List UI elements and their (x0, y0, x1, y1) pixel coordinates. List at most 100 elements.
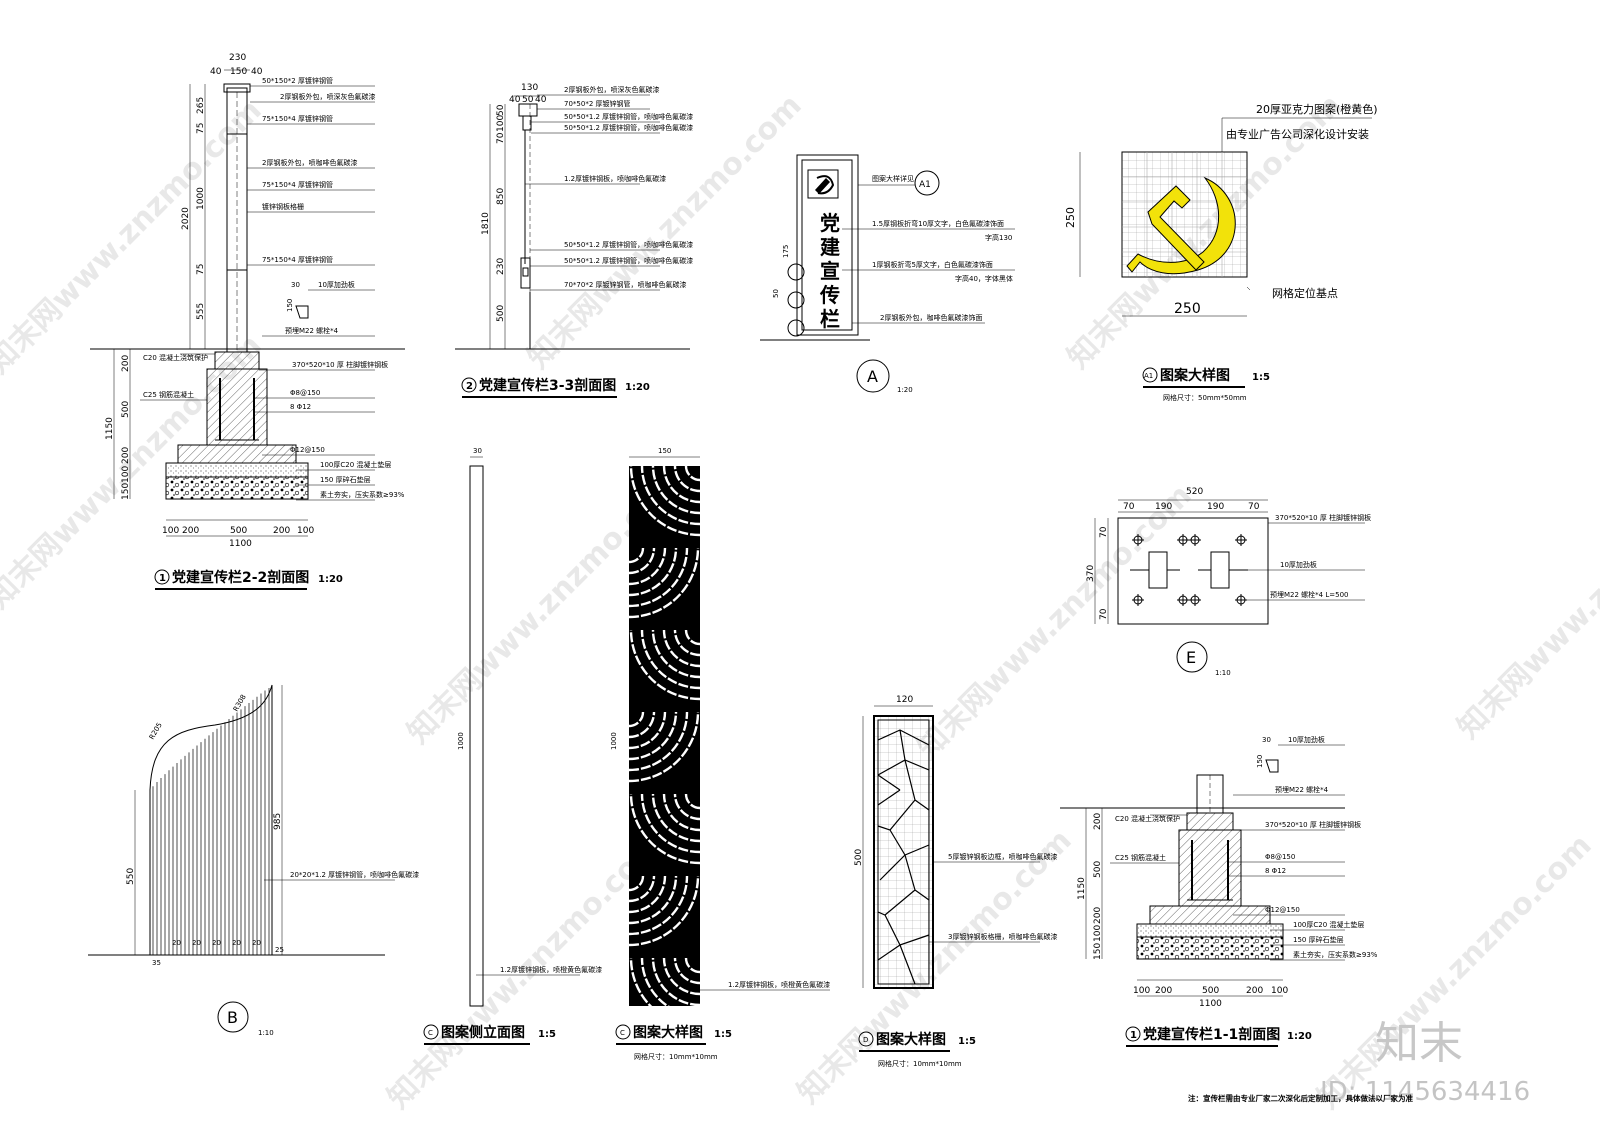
dim-200: 200 (1093, 907, 1103, 924)
note: 2厚钢板外包，喷咖啡色氟碳漆 (262, 158, 357, 167)
view-title: 图案大样图 (633, 1024, 703, 1041)
pattern-arc (628, 875, 656, 903)
pattern-arc (651, 465, 701, 515)
view-title: 党建宣传栏3-3剖面图 (479, 377, 616, 394)
dim-200: 200 (1155, 986, 1172, 996)
grid-size: 网格尺寸：10mm*10mm (634, 1052, 718, 1061)
dim-150: 150 (121, 483, 131, 500)
dim-550: 550 (126, 868, 136, 885)
note: 370*520*10 厚 柱脚镀锌钢板 (1275, 513, 1371, 522)
note: 70*50*2 厚镀锌钢管 (564, 99, 631, 108)
sign-char: 传 (819, 283, 840, 307)
sign-char: 栏 (820, 307, 840, 331)
note: 素土夯实，压实系数≥93% (1293, 950, 1378, 959)
dim-50: 50 (522, 95, 534, 105)
dim-520: 520 (1186, 487, 1203, 497)
dim-20-repeat: 20 (232, 939, 241, 947)
note: 字高130 (985, 233, 1012, 242)
pattern-arc (628, 875, 667, 914)
dim-30: 30 (1262, 736, 1271, 744)
dim-100: 100 (121, 466, 131, 483)
note: 预埋M22 螺栓*4 L=500 (1270, 590, 1348, 599)
dim-150: 150 (1093, 943, 1103, 960)
dim-150: 150 (1256, 755, 1264, 768)
dim-500: 500 (230, 526, 247, 536)
watermark-id: ID: 1145634416 (1320, 1077, 1530, 1107)
dim-40: 40 (251, 67, 263, 77)
dim-100: 100 (1093, 925, 1103, 942)
dim-20-repeat: 20 (192, 939, 201, 947)
pattern-arc (628, 711, 667, 750)
pattern-arc (673, 629, 701, 657)
dim-265: 265 (196, 97, 206, 114)
dim-500: 500 (496, 305, 506, 322)
dim-1100: 1100 (229, 539, 252, 549)
note: 370*520*10 厚 柱脚镀锌钢板 (1265, 820, 1361, 829)
note: 3厚镀锌钢板格栅，喷咖啡色氟碳漆 (948, 932, 1057, 941)
view-title: 党建宣传栏1-1剖面图 (1143, 1026, 1280, 1043)
callout-a1: A1 (919, 180, 931, 190)
note: 50*150*2 厚镀锌钢管 (262, 76, 333, 85)
pattern-arc (628, 547, 689, 608)
pattern-arc (640, 629, 701, 690)
dim-100: 100 (496, 115, 506, 132)
dim-100: 100 (297, 526, 314, 536)
dim-1150: 1150 (105, 417, 115, 440)
note: 75*150*4 厚镀锌钢管 (262, 114, 333, 123)
pattern-arc (628, 875, 689, 936)
note: 10厚加劲板 (1280, 560, 1317, 569)
dim-25: 25 (275, 946, 284, 954)
dim-w: 250 (1174, 301, 1201, 317)
pattern-arc (684, 957, 701, 974)
watermark-text: 知末网www.znzmo.com (911, 478, 1199, 766)
dim-200: 200 (273, 526, 290, 536)
pattern-arc (673, 465, 701, 493)
pattern-arc (684, 629, 701, 646)
dim-500: 500 (1093, 861, 1103, 878)
watermarks: 知末网www.znzmo.com 知末网www.znzmo.com 知末网www… (0, 88, 1600, 1116)
note: Φ12@150 (1265, 906, 1300, 914)
dim-20-repeat: 20 (252, 939, 261, 947)
view-mark: C (620, 1029, 625, 1037)
view-scale: 1:10 (258, 1029, 274, 1037)
dim-r205: R205 (148, 721, 164, 741)
dim-175: 175 (782, 245, 790, 258)
note: 75*150*4 厚镀锌钢管 (262, 180, 333, 189)
dim-150: 150 (658, 447, 671, 455)
pattern-arc (628, 547, 656, 575)
dim-h: 250 (1064, 207, 1077, 228)
note: 150 厚碎石垫层 (320, 475, 371, 484)
dim-75: 75 (196, 123, 206, 134)
pattern-arc (628, 711, 656, 739)
note: 70*70*2 厚镀锌钢管，喷咖啡色氟碳漆 (564, 280, 687, 289)
dim-230: 230 (496, 258, 506, 275)
pattern-arc (662, 957, 701, 996)
note: Φ12@150 (290, 446, 325, 454)
sign-char: 党 (820, 211, 840, 235)
note: C20 混凝土浇筑保护 (143, 353, 208, 362)
dim-230: 230 (229, 53, 246, 63)
note: 8 Φ12 (1265, 867, 1286, 875)
dim-500: 500 (854, 849, 864, 866)
note: 20*20*1.2 厚镀锌钢管，喷咖啡色氟碳漆 (290, 870, 419, 879)
pattern-arc (662, 465, 701, 504)
note: 50*50*1.2 厚镀锌钢管，喷咖啡色氟碳漆 (564, 240, 693, 249)
dim-70: 70 (496, 132, 506, 144)
dim-1150: 1150 (1077, 877, 1087, 900)
section-2-2: 230 40 150 40 265 75 1000 75 555 2020 20… (90, 53, 405, 590)
note: Φ8@150 (1265, 853, 1295, 861)
grid-size: 网格尺寸：50mm*50mm (1163, 393, 1247, 402)
view-mark: E (1186, 648, 1196, 667)
note: 网格定位基点 (1272, 286, 1338, 300)
sign-char: 宣 (820, 259, 840, 283)
note: 2厚钢板外包，喷深灰色氟碳漆 (564, 85, 659, 94)
dim-100: 100 (1271, 986, 1288, 996)
section-3-3: 130 40 50 40 50 100 70 850 1810 230 500 … (455, 83, 693, 398)
dim-70: 70 (1099, 608, 1109, 620)
dim-200: 200 (1093, 813, 1103, 830)
dim-190: 190 (1207, 502, 1224, 512)
note: 10厚加劲板 (318, 280, 355, 289)
note: 150 厚碎石垫层 (1293, 935, 1344, 944)
view-title: 图案侧立面图 (441, 1024, 525, 1041)
pattern-arc (651, 629, 701, 679)
